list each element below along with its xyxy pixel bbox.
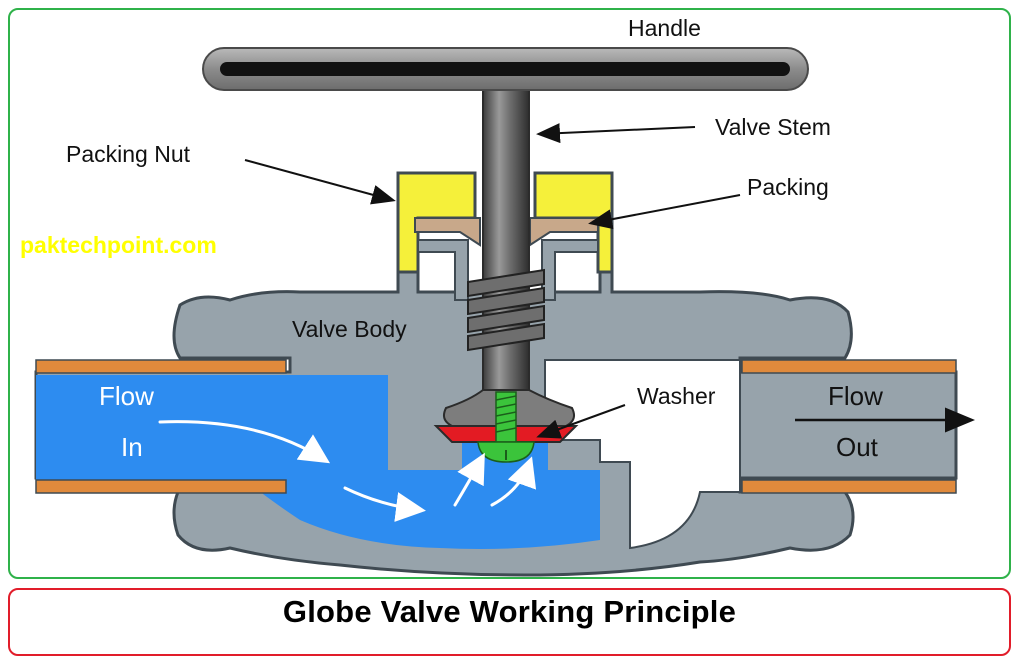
label-valve-stem: Valve Stem (715, 114, 831, 140)
stem-threads (467, 268, 545, 352)
outlet-cavity (544, 359, 741, 550)
label-handle: Handle (628, 15, 701, 41)
leader-arrows (244, 123, 741, 439)
label-packing: Packing (747, 174, 829, 200)
flange-outlet-top (741, 359, 957, 374)
flange-inlet-bottom (35, 479, 287, 494)
label-packing-nut: Packing Nut (66, 141, 191, 167)
watermark-text: paktechpoint.com (20, 232, 217, 258)
label-flow-out-line1: Flow (828, 381, 883, 411)
title-frame: Globe Valve Working Principle (8, 588, 1011, 656)
label-flow-in-line2: In (121, 432, 143, 462)
diagram-frame (8, 8, 1011, 579)
flange-outlet-bottom (741, 479, 957, 494)
handle-grip (220, 62, 790, 76)
flow-arrows-inlet (158, 420, 537, 522)
flange-inlet-top (35, 359, 287, 374)
label-flow-out-line2: Out (836, 432, 879, 462)
label-flow-in-line1: Flow (99, 381, 154, 411)
valve-stem-shape (482, 79, 530, 421)
label-washer: Washer (637, 383, 716, 409)
diagram-title: Globe Valve Working Principle (282, 594, 737, 629)
label-valve-body: Valve Body (292, 316, 407, 342)
